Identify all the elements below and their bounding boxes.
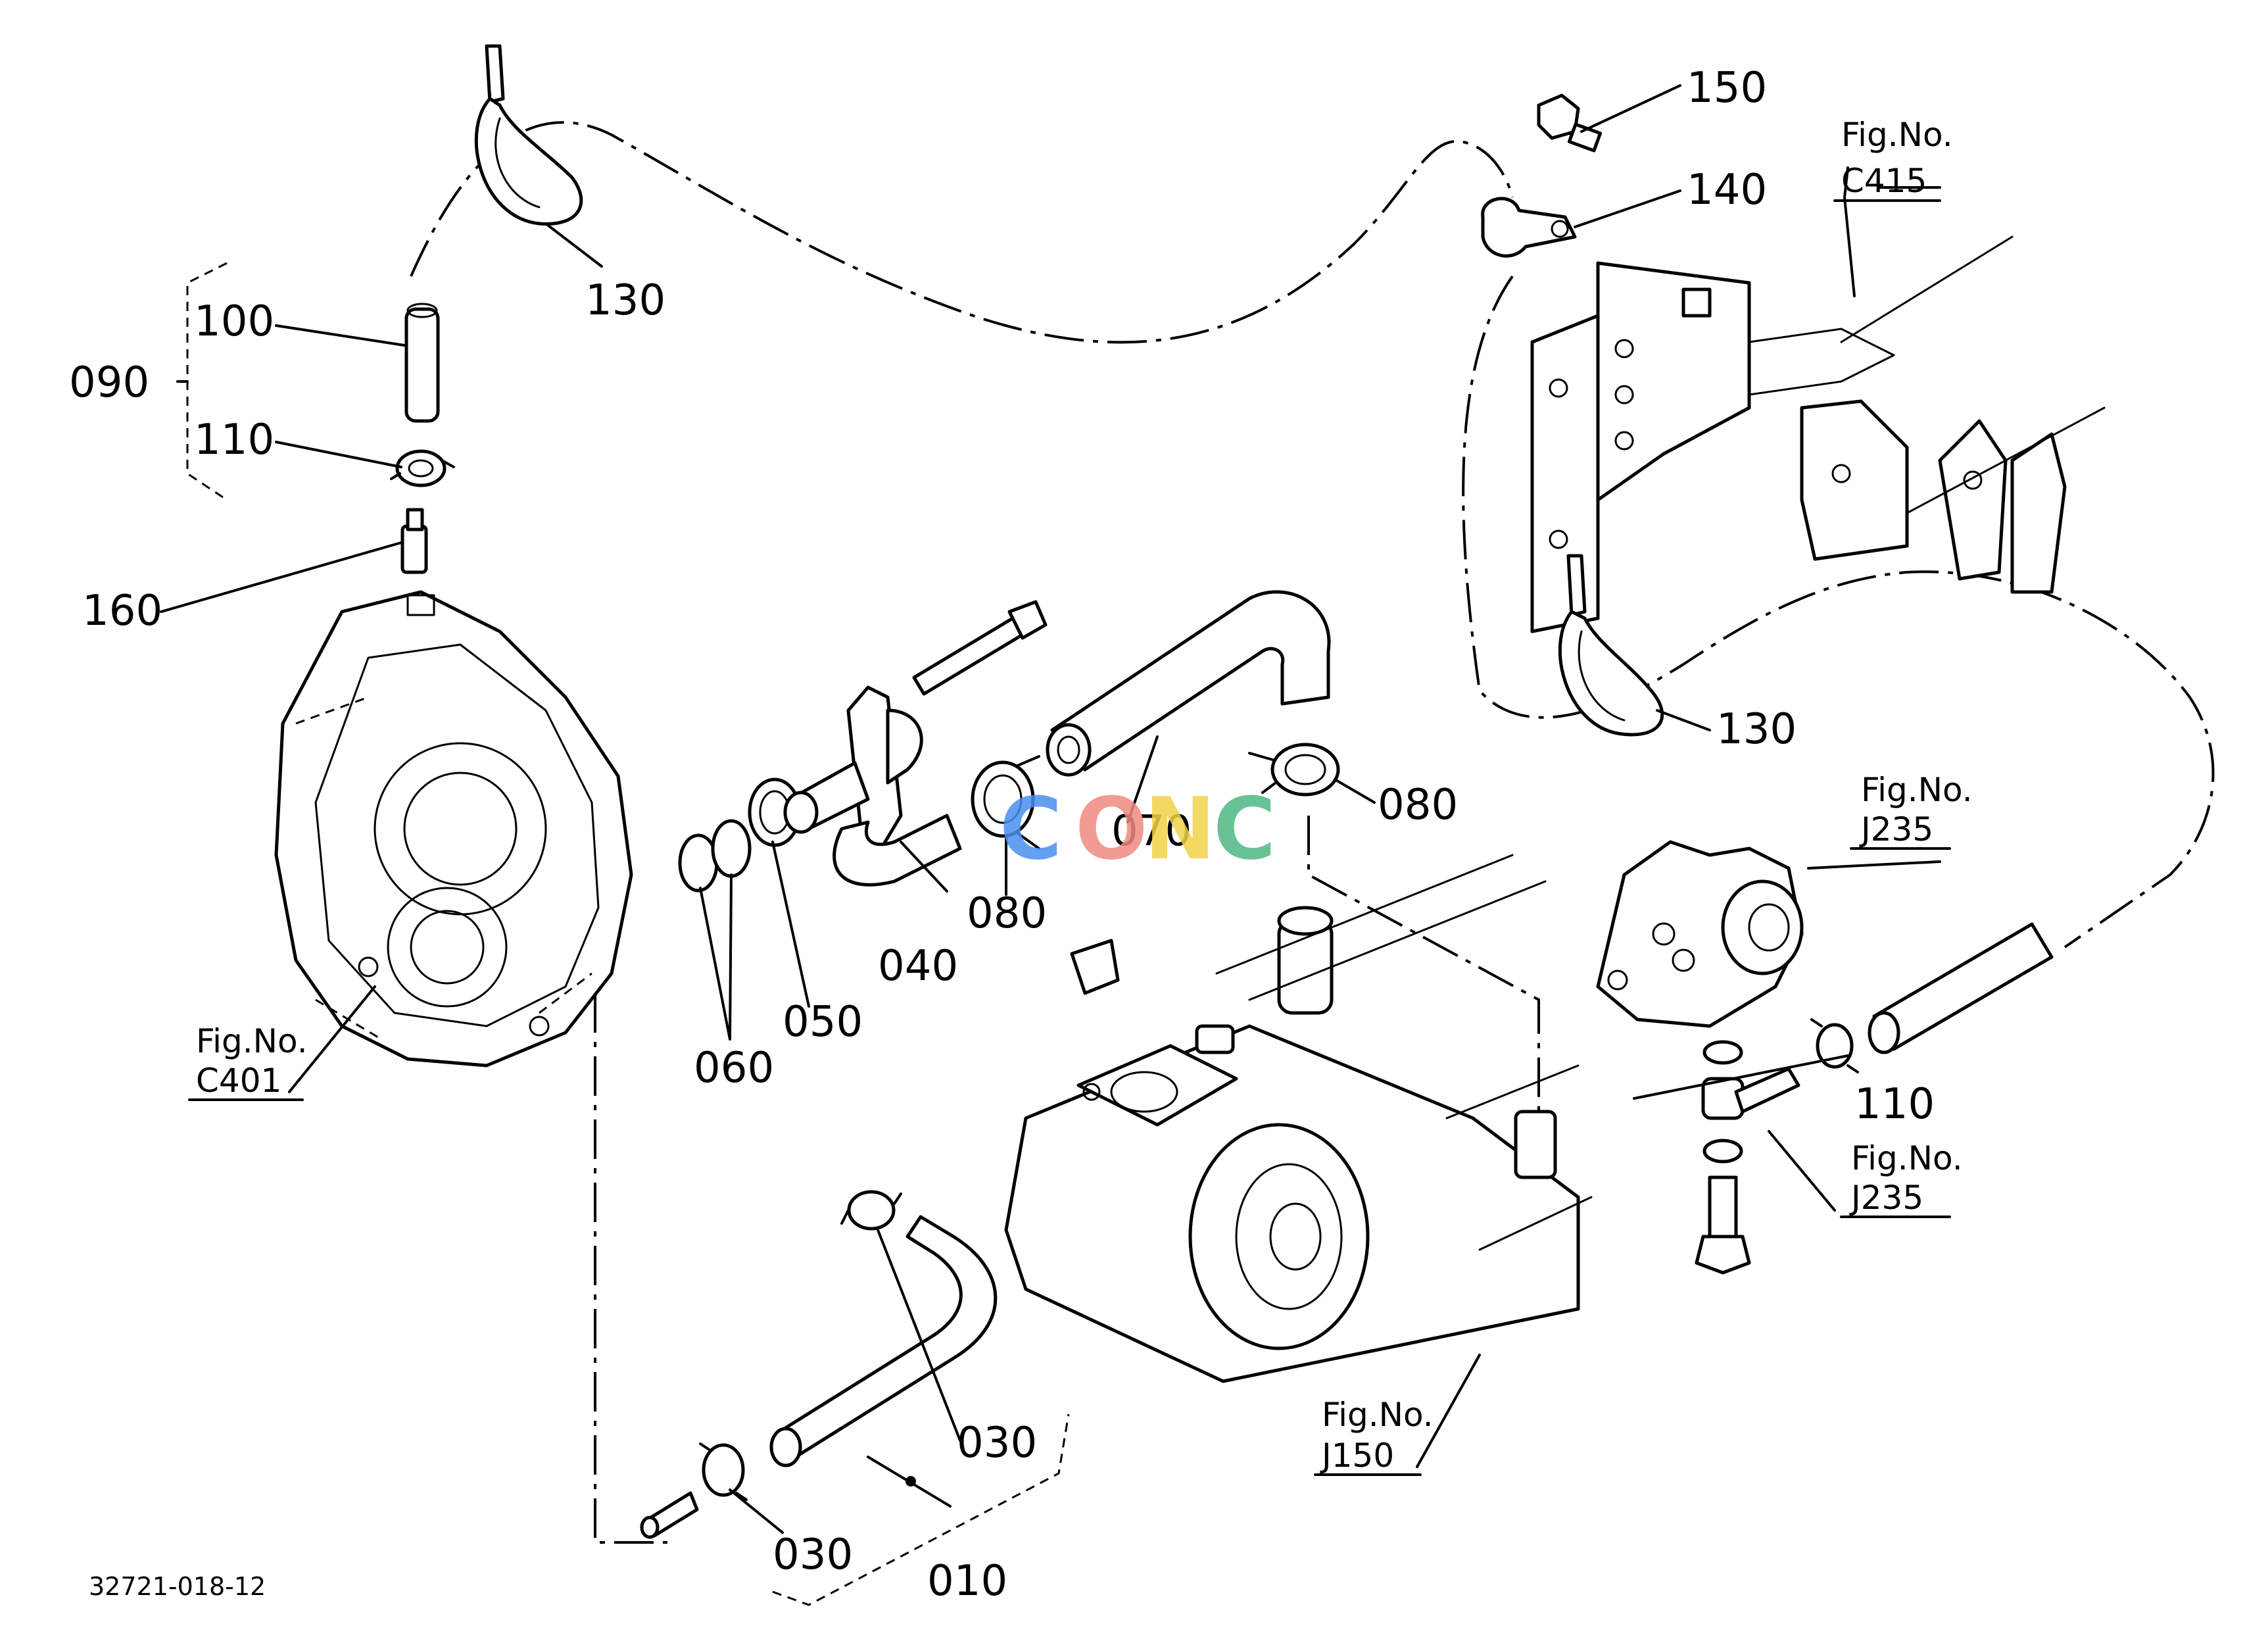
tie-strap-130-right	[1558, 554, 1664, 737]
pipe-plate-040	[783, 685, 962, 887]
watermark-letter-3: N	[1144, 779, 1216, 879]
figref-c401-line1: Fig.No.	[196, 1022, 308, 1060]
figref-j235a-line2: J235	[1859, 810, 1933, 848]
callout-080-left: 080	[967, 889, 1047, 938]
callout-030-lower: 030	[773, 1531, 853, 1579]
valve-block	[1596, 840, 1804, 1028]
routing-line	[410, 121, 1514, 344]
o-rings-060	[678, 819, 752, 893]
callout-130-top: 130	[585, 276, 665, 325]
callout-070: 070	[1111, 807, 1192, 856]
banjo-stack	[1695, 1040, 1800, 1275]
callout-050: 050	[783, 998, 863, 1046]
leader-lines	[160, 84, 1941, 1534]
callout-010: 010	[927, 1557, 1007, 1606]
figref-c415-line2: C415	[1841, 162, 1927, 200]
callout-150: 150	[1687, 64, 1767, 112]
clamp-080-left	[971, 755, 1040, 850]
figref-j150-line1: Fig.No.	[1322, 1396, 1434, 1434]
hose-010	[769, 1215, 998, 1487]
fitting-160	[400, 508, 428, 574]
watermark-letter-1: C	[1000, 779, 1062, 879]
watermark-logo: C O N C	[1000, 779, 1276, 879]
group-090-bracket	[186, 262, 228, 501]
routing-line-lower	[594, 993, 667, 1544]
callout-110-right: 110	[1854, 1080, 1935, 1129]
figref-c415-line1: Fig.No.	[1841, 116, 1953, 154]
callout-160: 160	[82, 587, 162, 635]
group-010-bracket	[772, 1413, 1070, 1606]
callout-030-upper: 030	[957, 1419, 1037, 1467]
clip-140	[1481, 197, 1577, 258]
figref-j150-line2: J150	[1320, 1437, 1394, 1475]
fig-refs: Fig.No. C401 Fig.No. C415 Fig.No. J235 F…	[196, 116, 1973, 1475]
watermark-letter-2: O	[1075, 779, 1148, 879]
callout-110-left: 110	[194, 416, 274, 464]
hose-right	[1868, 922, 2054, 1054]
callout-100: 100	[194, 297, 274, 346]
callout-140: 140	[1687, 166, 1767, 214]
figref-underlines	[188, 199, 1951, 1476]
transmission-housing	[274, 590, 633, 1068]
callout-080-right: 080	[1378, 781, 1458, 829]
routing-line-valve	[1307, 816, 1540, 1112]
callout-060: 060	[694, 1044, 774, 1093]
document-number: 32721-018-12	[89, 1572, 266, 1601]
clamp-110-left	[390, 449, 455, 487]
clamp-030-lower	[699, 1442, 748, 1501]
clamp-080-right	[1248, 743, 1340, 797]
hydraulic-pump	[1004, 854, 1593, 1383]
callouts: 090 100 110 160 130 150 140 130 080 070 …	[69, 64, 1935, 1606]
bolt-stud	[912, 600, 1048, 696]
figref-j235a-line1: Fig.No.	[1861, 771, 1973, 809]
tie-strap-130-top	[474, 44, 583, 226]
watermark-letter-4: C	[1213, 779, 1276, 879]
fitting-lower	[640, 1491, 699, 1539]
clamp-110-right	[1810, 1018, 1859, 1073]
figref-c401-line2: C401	[196, 1062, 281, 1100]
bolt-150	[1537, 93, 1603, 153]
callout-130-right: 130	[1716, 705, 1797, 754]
figref-j235b-line2: J235	[1849, 1179, 1923, 1217]
callout-040: 040	[878, 942, 958, 991]
callout-090: 090	[69, 358, 149, 407]
hose-070	[1046, 590, 1331, 777]
clamp-030-upper	[840, 1190, 902, 1231]
figref-j235b-line1: Fig.No.	[1851, 1139, 1963, 1177]
frame-bracket	[1530, 235, 2106, 633]
hose-100	[404, 303, 440, 423]
routing-line-right	[1462, 275, 2215, 948]
